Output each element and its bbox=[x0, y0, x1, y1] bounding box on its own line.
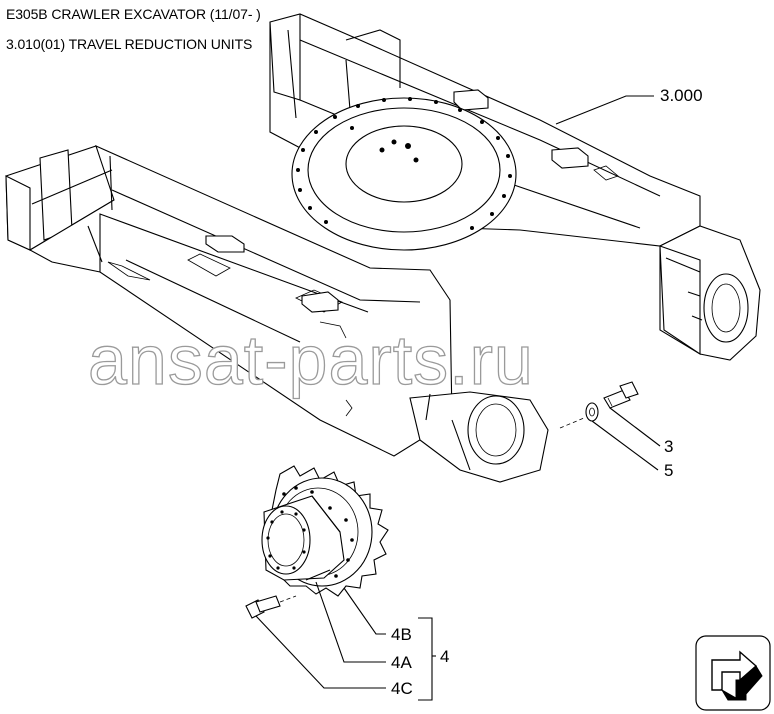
callout-washer: 5 bbox=[664, 461, 673, 480]
callout-4c: 4C bbox=[391, 679, 413, 698]
undercarriage-frame bbox=[5, 13, 761, 483]
callout-4b: 4B bbox=[391, 625, 412, 644]
callout-frame: 3.000 bbox=[660, 86, 703, 105]
callout-screw: 3 bbox=[664, 437, 673, 456]
arrow-icon[interactable] bbox=[695, 635, 771, 711]
callout-4a: 4A bbox=[391, 653, 412, 672]
diagram-title: E305B CRAWLER EXCAVATOR (11/07- ) bbox=[6, 6, 261, 22]
callout-group-4: 4 bbox=[440, 647, 449, 666]
diagram-subtitle: 3.010(01) TRAVEL REDUCTION UNITS bbox=[6, 36, 253, 52]
travel-reduction-unit bbox=[245, 465, 436, 701]
screw-and-washer bbox=[559, 381, 661, 471]
watermark: ansat-parts.ru bbox=[88, 321, 534, 399]
